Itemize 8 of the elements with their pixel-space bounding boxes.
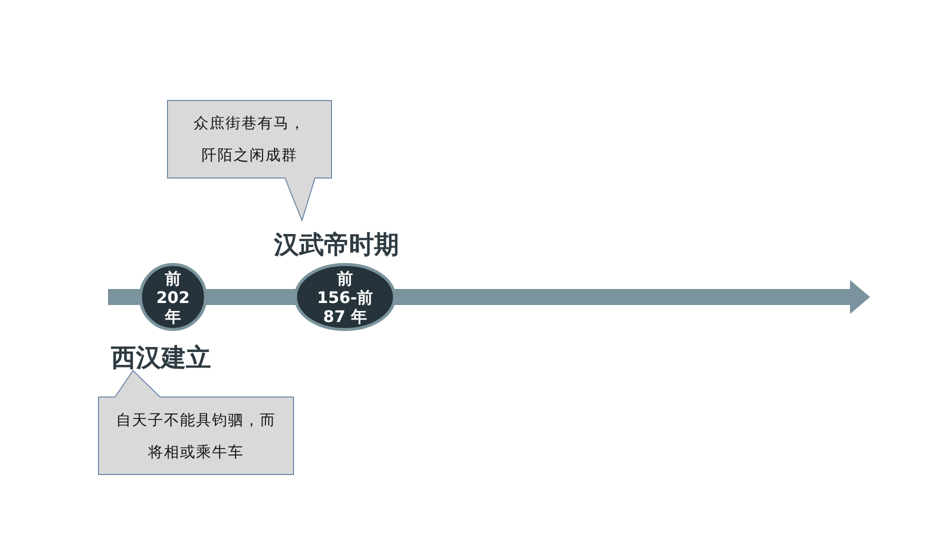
speech-bubble xyxy=(167,100,332,221)
period-heading: 汉武帝时期 xyxy=(274,229,399,261)
quote-text: 众庶街巷有马，阡陌之闲成群 xyxy=(192,113,306,166)
period-heading: 西汉建立 xyxy=(111,342,211,374)
speech-bubble xyxy=(98,370,294,475)
year-text: 前 156-前 87 年 xyxy=(316,268,374,326)
year-text: 前 202 年 xyxy=(155,268,191,326)
quote-text: 自天子不能具钧驷，而将相或乘牛车 xyxy=(116,410,276,463)
